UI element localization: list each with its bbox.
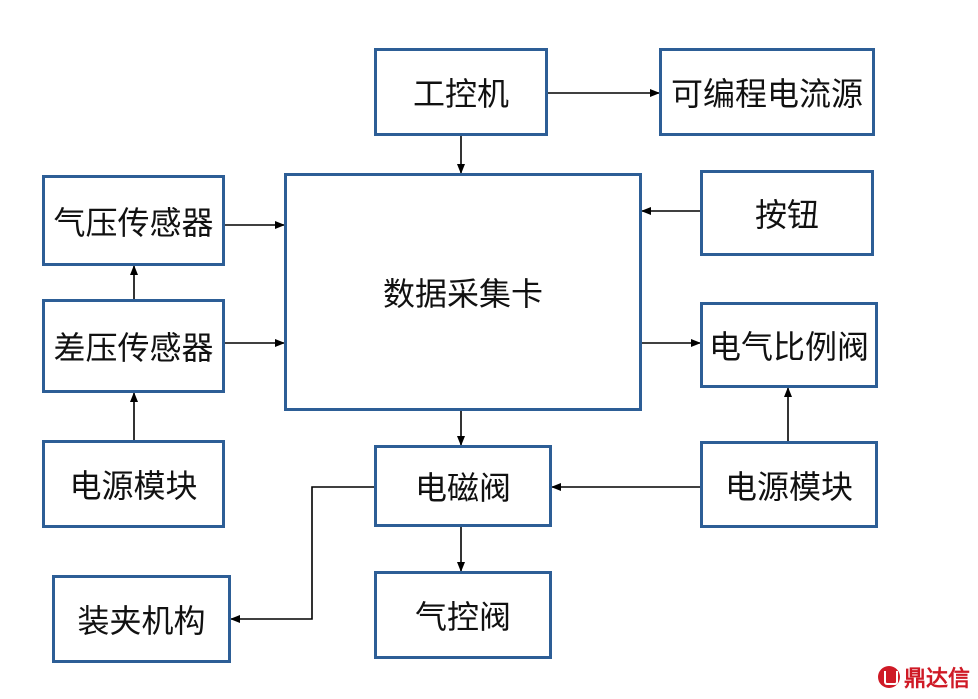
node-label: 工控机 bbox=[412, 75, 509, 113]
node-ipc: 工控机 bbox=[374, 48, 548, 136]
node-proportional-valve: 电气比例阀 bbox=[700, 302, 878, 388]
node-daq-card: 数据采集卡 bbox=[284, 173, 642, 411]
node-label: 气控阀 bbox=[414, 598, 511, 636]
node-clamp-mechanism: 装夹机构 bbox=[52, 575, 231, 663]
node-label: 电源模块 bbox=[724, 467, 853, 506]
node-programmable-current-source: 可编程电流源 bbox=[659, 48, 875, 136]
node-power-module-left: 电源模块 bbox=[42, 440, 225, 528]
node-solenoid-valve: 电磁阀 bbox=[374, 445, 552, 527]
node-diff-pressure-sensor: 差压传感器 bbox=[42, 299, 225, 393]
arrow-solenoid-to-clamp bbox=[230, 486, 374, 623]
node-label: 电气比例阀 bbox=[708, 328, 869, 366]
node-label: 差压传感器 bbox=[53, 329, 214, 367]
watermark-logo-icon bbox=[877, 666, 900, 688]
node-pneumatic-valve: 气控阀 bbox=[374, 571, 552, 659]
node-label: 按钮 bbox=[754, 196, 819, 234]
node-label: 可编程电流源 bbox=[670, 75, 863, 113]
node-label: 装夹机构 bbox=[77, 602, 206, 640]
node-label: 电磁阀 bbox=[414, 469, 511, 507]
watermark: 鼎达信 bbox=[877, 661, 970, 693]
node-pressure-sensor: 气压传感器 bbox=[42, 175, 225, 266]
node-label: 电源模块 bbox=[69, 467, 198, 505]
node-label: 气压传感器 bbox=[53, 203, 214, 242]
watermark-text: 鼎达信 bbox=[903, 667, 970, 692]
node-label: 数据采集卡 bbox=[382, 275, 543, 313]
node-power-module-right: 电源模块 bbox=[700, 441, 878, 528]
node-button: 按钮 bbox=[700, 170, 874, 256]
